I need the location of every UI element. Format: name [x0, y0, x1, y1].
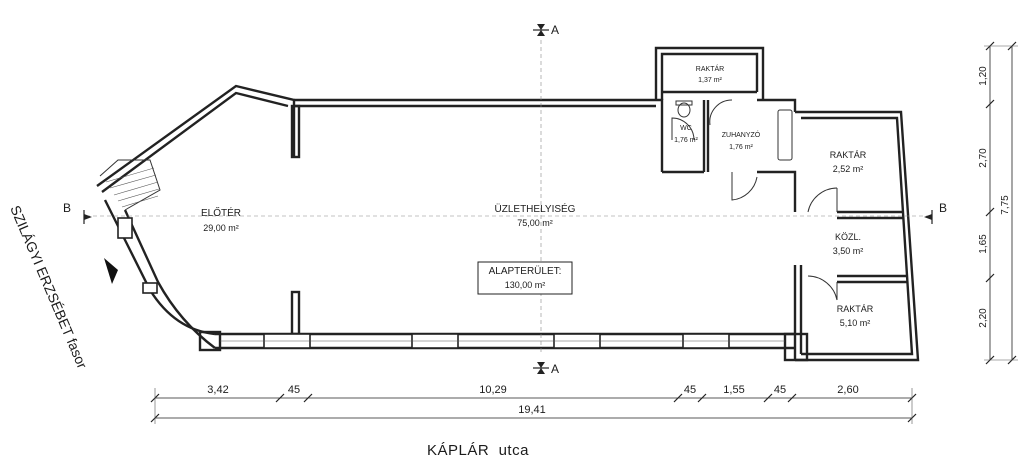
dim-bottom-3: 45 — [684, 384, 696, 396]
dim-bottom-4: 1,55 — [723, 384, 744, 396]
room-name-uzlet: ÜZLETHELYISÉG — [495, 202, 576, 215]
dim-tick-right — [985, 273, 995, 283]
dim-bottom-2: 10,29 — [479, 384, 507, 396]
room-name-wc: WC — [680, 125, 692, 132]
room-name-eloter: ELŐTÉR — [201, 205, 241, 219]
total-area-value: 130,00 m² — [505, 280, 546, 290]
dim-tick-bottom — [763, 393, 773, 403]
dim-right-total: 7,75 — [1000, 195, 1011, 215]
room-area-raktar-2: 5,10 m² — [840, 318, 871, 328]
stairs — [99, 159, 161, 211]
total-area-box: ALAPTERÜLET: 130,00 m² — [477, 261, 573, 295]
dim-bottom-5: 45 — [774, 384, 786, 396]
room-area-kozl: 3,50 m² — [833, 246, 864, 256]
dim-right-1: 2,70 — [978, 148, 989, 168]
section-a-bottom: A — [551, 362, 559, 376]
section-a-top: A — [551, 23, 559, 37]
dim-bottom-6: 2,60 — [837, 384, 858, 396]
street-left: SZILÁGYI ERZSÉBET fasor — [7, 203, 90, 371]
fixtures — [675, 100, 793, 161]
total-area-label: ALAPTERÜLET: — [489, 265, 562, 277]
room-name-zuhanyzo: ZUHANYZÓ — [722, 130, 761, 139]
section-lines — [83, 24, 933, 374]
room-area-zuhanyzo: 1,76 m² — [729, 144, 753, 151]
street-bottom: KÁPLÁR utca — [427, 442, 529, 459]
dimension-bottom: 3,42 45 10,29 45 1,55 45 2,60 19,41 — [150, 384, 917, 423]
dim-bottom-total: 19,41 — [518, 404, 546, 416]
dim-tick-right — [985, 99, 995, 109]
section-b-right: B — [939, 201, 947, 215]
room-area-raktar-top: 1,37 m² — [698, 77, 722, 84]
dim-tick-right — [985, 207, 995, 217]
dim-right-3: 2,20 — [978, 308, 989, 328]
room-area-raktar-1: 2,52 m² — [833, 164, 864, 174]
room-area-eloter: 29,00 m² — [203, 223, 239, 233]
dimension-extensions — [154, 45, 1018, 424]
room-name-raktar-1: RAKTÁR — [830, 150, 867, 160]
entrance-arrow-icon — [104, 258, 118, 284]
dim-tick-bottom — [303, 393, 313, 403]
dim-tick-bottom — [787, 393, 797, 403]
facade-windows — [117, 217, 785, 349]
dim-bottom-0: 3,42 — [207, 384, 228, 396]
dim-tick-bottom — [673, 393, 683, 403]
dim-right-0: 1,20 — [978, 66, 989, 86]
dimension-right: 1,20 2,70 1,65 2,20 7,75 — [978, 41, 1017, 365]
room-name-kozl: KÖZL. — [835, 232, 861, 242]
dim-tick-bottom — [275, 393, 285, 403]
dim-tick-bottom — [697, 393, 707, 403]
dim-right-2: 1,65 — [978, 234, 989, 254]
room-area-uzlet: 75,00 m² — [517, 218, 553, 228]
section-letters: A A B B — [63, 23, 947, 376]
room-name-raktar-top: RAKTÁR — [696, 64, 724, 73]
doors — [671, 99, 838, 301]
room-area-wc: 1,76 m² — [674, 137, 698, 144]
room-labels: ELŐTÉR 29,00 m² ÜZLETHELYISÉG 75,00 m² R… — [201, 64, 874, 328]
room-name-raktar-2: RAKTÁR — [837, 304, 874, 314]
dim-bottom-1: 45 — [288, 384, 300, 396]
section-b-left: B — [63, 201, 71, 215]
